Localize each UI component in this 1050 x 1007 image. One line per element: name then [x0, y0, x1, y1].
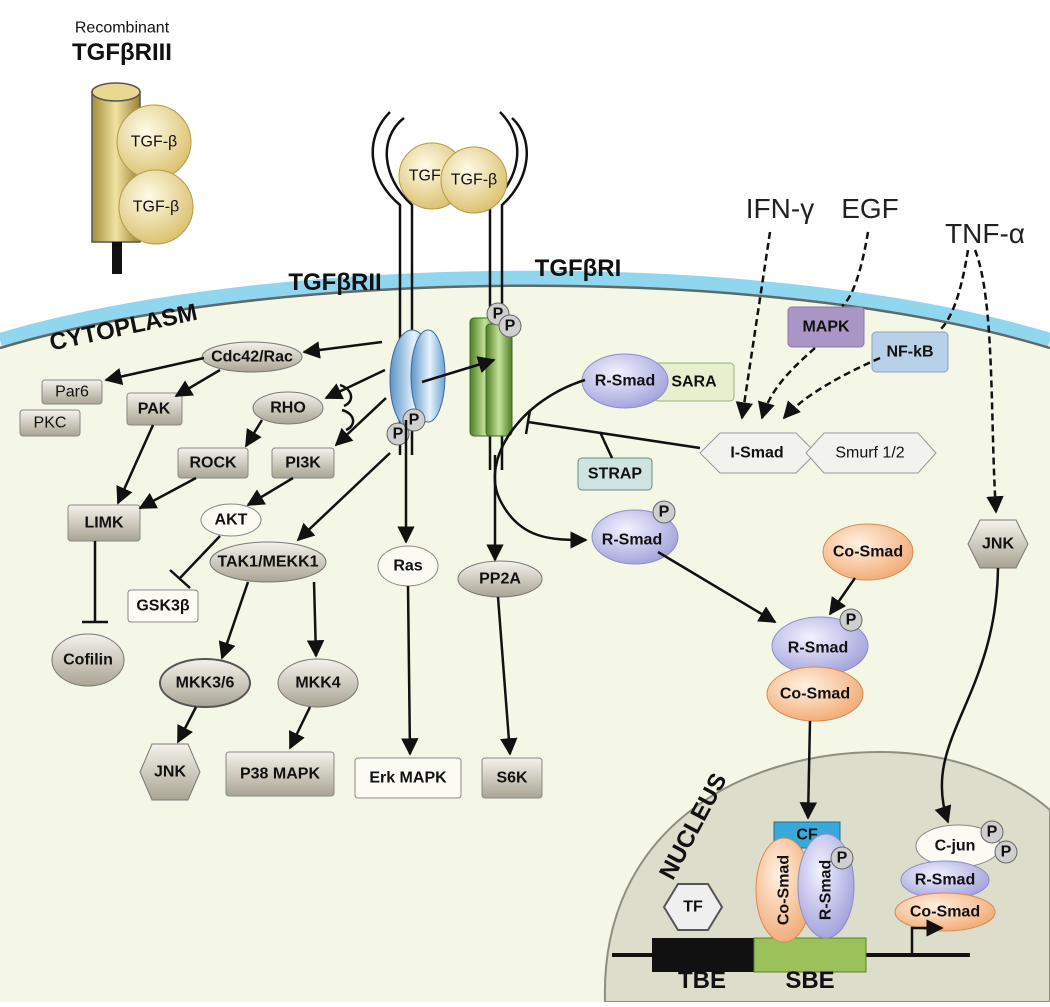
tak1-mekk1-node	[209, 541, 327, 583]
r-smad-label: R-Smad	[595, 373, 655, 390]
co-smad-label: Co-Smad	[780, 686, 850, 703]
ligand-label: TGF-β	[131, 134, 178, 151]
tgfbr3-label: TGFβRIII	[72, 39, 172, 66]
par6-label: Par6	[55, 384, 89, 401]
tak1-mekk1-label: TAK1/MEKK1	[217, 554, 318, 571]
dashed-signal-arrows	[735, 231, 1004, 514]
phospho-mark: P	[409, 412, 420, 429]
cdc42-rac-node	[201, 341, 303, 373]
co-smad-node	[822, 523, 914, 581]
jnk-node-right	[967, 519, 1029, 569]
plasma-membrane	[0, 270, 1050, 347]
tf-node	[662, 883, 724, 931]
r-smad-label: R-Smad	[602, 532, 662, 549]
s6k-node	[481, 757, 543, 799]
strap-node	[577, 457, 653, 491]
r-smad-label: R-Smad	[915, 872, 975, 889]
co-smad-node-complex	[766, 666, 864, 722]
receptor-complex: TGF-β TGF-β P P P P	[371, 111, 528, 470]
r-smad-label: R-Smad	[818, 860, 835, 920]
c-jun-label: C-jun	[935, 838, 976, 855]
p38-mapk-node	[225, 751, 335, 797]
rho-label: RHO	[270, 400, 306, 417]
mkk4-label: MKK4	[295, 675, 340, 692]
sbe-label: SBE	[785, 967, 834, 994]
nfkb-label: NF-kB	[886, 344, 933, 361]
transcription-start-arrow	[910, 919, 944, 955]
pkc-node	[19, 409, 81, 437]
cf-label: CF	[796, 827, 818, 844]
pak-label: PAK	[138, 401, 171, 418]
ras-label: Ras	[393, 558, 422, 575]
strap-label: STRAP	[588, 466, 643, 483]
pi3k-node	[271, 447, 335, 479]
limk-node	[67, 504, 141, 542]
jnk-label: JNK	[154, 764, 186, 781]
mkk36-node	[159, 658, 251, 708]
tgfbr3-coreceptor: TGF-β TGF-β	[91, 82, 194, 274]
co-smad-label: Co-Smad	[776, 855, 793, 925]
akt-label: AKT	[215, 512, 248, 529]
s6k-label: S6K	[496, 770, 528, 787]
tgfbr2-label: TGFβRII	[288, 269, 381, 296]
jnk-node-left	[139, 743, 201, 801]
phospho-mark: P	[505, 318, 516, 335]
gsk3b-label: GSK3β	[136, 598, 190, 615]
tnf-alpha-label: TNF-α	[945, 218, 1025, 249]
r-smad-label: R-Smad	[788, 640, 848, 657]
tbe-label: TBE	[678, 967, 726, 994]
co-smad-label: Co-Smad	[910, 904, 980, 921]
cofilin-label: Cofilin	[63, 652, 113, 669]
phospho-mark: P	[837, 850, 848, 867]
smurf-label: Smurf 1/2	[835, 445, 904, 462]
tf-label: TF	[683, 899, 703, 916]
pkc-label: PKC	[34, 415, 67, 432]
pi3k-label: PI3K	[285, 455, 321, 472]
rock-node	[177, 447, 249, 479]
gsk3b-node	[127, 589, 199, 623]
co-smad-label: Co-Smad	[833, 544, 903, 561]
par6-node	[41, 379, 103, 405]
phospho-mark: P	[1001, 844, 1012, 861]
erk-mapk-label: Erk MAPK	[369, 770, 447, 787]
sara-label: SARA	[671, 374, 717, 391]
phospho-mark: P	[393, 426, 404, 443]
egf-label: EGF	[841, 193, 899, 224]
smurf-node	[805, 432, 937, 474]
ligand-label: TGF-β	[451, 172, 498, 189]
limk-label: LIMK	[84, 515, 124, 532]
erk-mapk-node	[354, 757, 462, 799]
mapk-label: MAPK	[802, 319, 850, 336]
ifn-gamma-label: IFN-γ	[746, 193, 814, 224]
jnk-label: JNK	[982, 536, 1014, 553]
rock-label: ROCK	[189, 455, 237, 472]
ligand-label: TGF-β	[133, 199, 180, 216]
tgfbr1-label: TGFβRI	[535, 255, 622, 282]
mkk36-label: MKK3/6	[176, 675, 235, 692]
nfkb-node	[871, 331, 949, 373]
phospho-mark: P	[493, 306, 504, 323]
sbe-element	[753, 937, 867, 973]
cofilin-node	[51, 633, 125, 687]
r-smad-node-phospho	[591, 509, 679, 565]
phospho-mark: P	[846, 612, 857, 629]
p38-mapk-label: P38 MAPK	[240, 766, 320, 783]
pp2a-label: PP2A	[479, 571, 521, 588]
co-smad-node-nuclear	[894, 892, 996, 932]
i-smad-label: I-Smad	[730, 445, 783, 462]
rho-node	[252, 391, 324, 425]
phospho-mark: P	[659, 504, 670, 521]
pathway-arrows	[82, 340, 1000, 824]
tbe-element	[652, 938, 754, 972]
phospho-mark: P	[987, 824, 998, 841]
mkk4-node	[277, 658, 359, 708]
cdc42-rac-label: Cdc42/Rac	[211, 349, 293, 366]
mapk-node	[787, 306, 865, 348]
pak-node	[126, 392, 183, 426]
recombinant-label: Recombinant	[75, 20, 170, 37]
akt-node	[200, 503, 262, 537]
